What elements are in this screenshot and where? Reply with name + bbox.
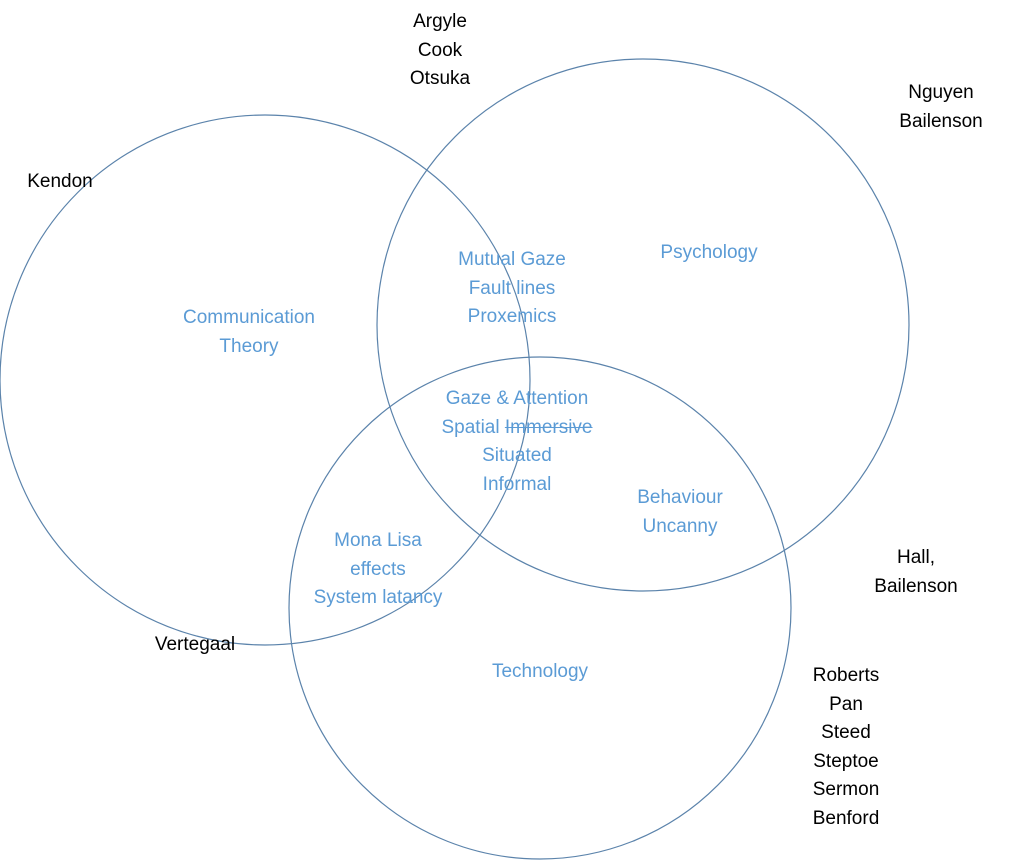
- region-line: Communication: [183, 307, 315, 328]
- region-line: Technology: [491, 661, 589, 682]
- authors-top: Argyle Cook Otsuka: [410, 8, 470, 94]
- author-name: Cook: [417, 39, 463, 61]
- region-line: Informal: [482, 473, 552, 495]
- circle-communication-theory: [0, 114, 531, 646]
- circle-technology: [288, 356, 792, 860]
- region-line: Uncanny: [642, 515, 718, 537]
- author-name: Kendon: [27, 171, 93, 192]
- region-line: Theory: [219, 335, 279, 357]
- region-line: Behaviour: [637, 487, 723, 508]
- region-communication-psychology: Mutual Gaze Fault lines Proxemics: [458, 246, 566, 332]
- author-name: Sermon: [812, 779, 880, 801]
- authors-top-right: Nguyen Bailenson: [899, 79, 982, 136]
- author-name: Argyle: [413, 11, 467, 32]
- author-name: Nguyen: [908, 82, 974, 103]
- region-communication-theory: Communication Theory: [183, 304, 315, 361]
- author-name: Steed: [821, 722, 871, 744]
- author-name: Benford: [812, 807, 880, 829]
- circle-psychology: [376, 58, 910, 592]
- region-line: Mutual Gaze: [458, 249, 566, 270]
- authors-right: Hall, Bailenson: [874, 544, 957, 601]
- authors-left: Kendon: [27, 168, 93, 197]
- author-name: Bailenson: [899, 110, 983, 132]
- authors-bottom-right: Roberts Pan Steed Steptoe Sermon Benford: [813, 662, 880, 834]
- author-name: Otsuka: [409, 68, 471, 90]
- region-line: Situated: [482, 445, 552, 467]
- region-technology: Technology: [492, 658, 588, 687]
- region-all-three: Gaze & Attention Spatial Immersive Situa…: [441, 385, 592, 499]
- region-psychology-technology: Behaviour Uncanny: [637, 484, 723, 541]
- region-line: Fault lines: [468, 277, 556, 299]
- author-name: Pan: [829, 693, 863, 715]
- author-name: Steptoe: [813, 750, 879, 772]
- region-line: System latancy: [313, 587, 443, 609]
- region-line: Spatial Immersive: [441, 414, 592, 443]
- region-line: Gaze & Attention: [445, 388, 589, 409]
- region-line: Psychology: [660, 242, 758, 263]
- region-line: Proxemics: [467, 306, 557, 328]
- region-line: effects: [350, 558, 406, 580]
- author-name: Roberts: [812, 665, 880, 686]
- region-word: Spatial: [441, 416, 500, 438]
- region-psychology: Psychology: [660, 239, 757, 268]
- author-name: Vertegaal: [154, 634, 236, 655]
- region-communication-technology: Mona Lisa effects System latancy: [314, 527, 443, 613]
- authors-bottom-left: Vertegaal: [155, 631, 235, 660]
- struck-word: Immersive: [504, 416, 593, 438]
- region-line: Mona Lisa: [334, 530, 422, 551]
- author-name: Hall,: [896, 547, 936, 568]
- author-name: Bailenson: [874, 575, 958, 597]
